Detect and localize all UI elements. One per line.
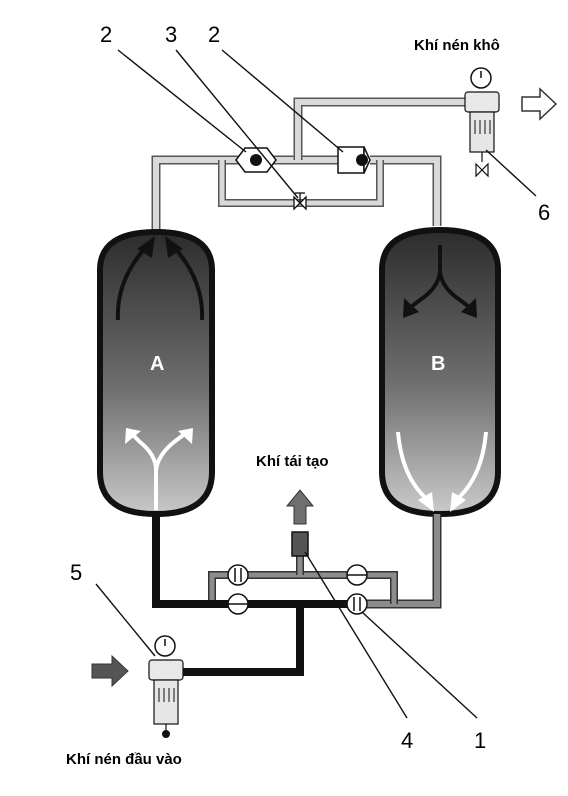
purge-valve (293, 192, 307, 211)
switching-valve-top-left (227, 564, 249, 586)
inlet-filter-regulator (148, 635, 184, 738)
callout-5: 5 (70, 560, 82, 585)
check-valve-right (337, 146, 371, 174)
check-valve-left (235, 147, 277, 173)
vessel-b (379, 226, 501, 518)
switching-valve-top-right (346, 564, 368, 586)
dry-air-label: Khí nén khô (414, 37, 500, 54)
silencer (291, 531, 309, 557)
callout-3: 3 (165, 22, 177, 47)
switching-valve-bottom-left (227, 593, 249, 615)
switching-valve-bottom-right (346, 593, 368, 615)
outlet-arrow (521, 87, 558, 121)
vessel-b-label: B (431, 353, 445, 375)
regen-arrow (285, 489, 315, 525)
leader-lines (95, 49, 537, 719)
callout-2-left: 2 (100, 22, 112, 47)
outlet-filter-regulator (464, 67, 500, 178)
valve-manifold (208, 556, 398, 604)
top-piping (151, 97, 466, 232)
callout-6: 6 (538, 200, 550, 225)
callout-4: 4 (401, 728, 413, 753)
inlet-air-label: Khí nén đầu vào (66, 751, 182, 768)
vessel-a (97, 228, 215, 518)
vessel-a-label: A (150, 353, 164, 375)
callout-1: 1 (474, 728, 486, 753)
inlet-piping (152, 514, 358, 676)
callout-2-right: 2 (208, 22, 220, 47)
vessel-b-bottom-piping (358, 514, 442, 609)
regen-air-label: Khí tái tạo (256, 453, 329, 470)
inlet-arrow (91, 654, 129, 688)
